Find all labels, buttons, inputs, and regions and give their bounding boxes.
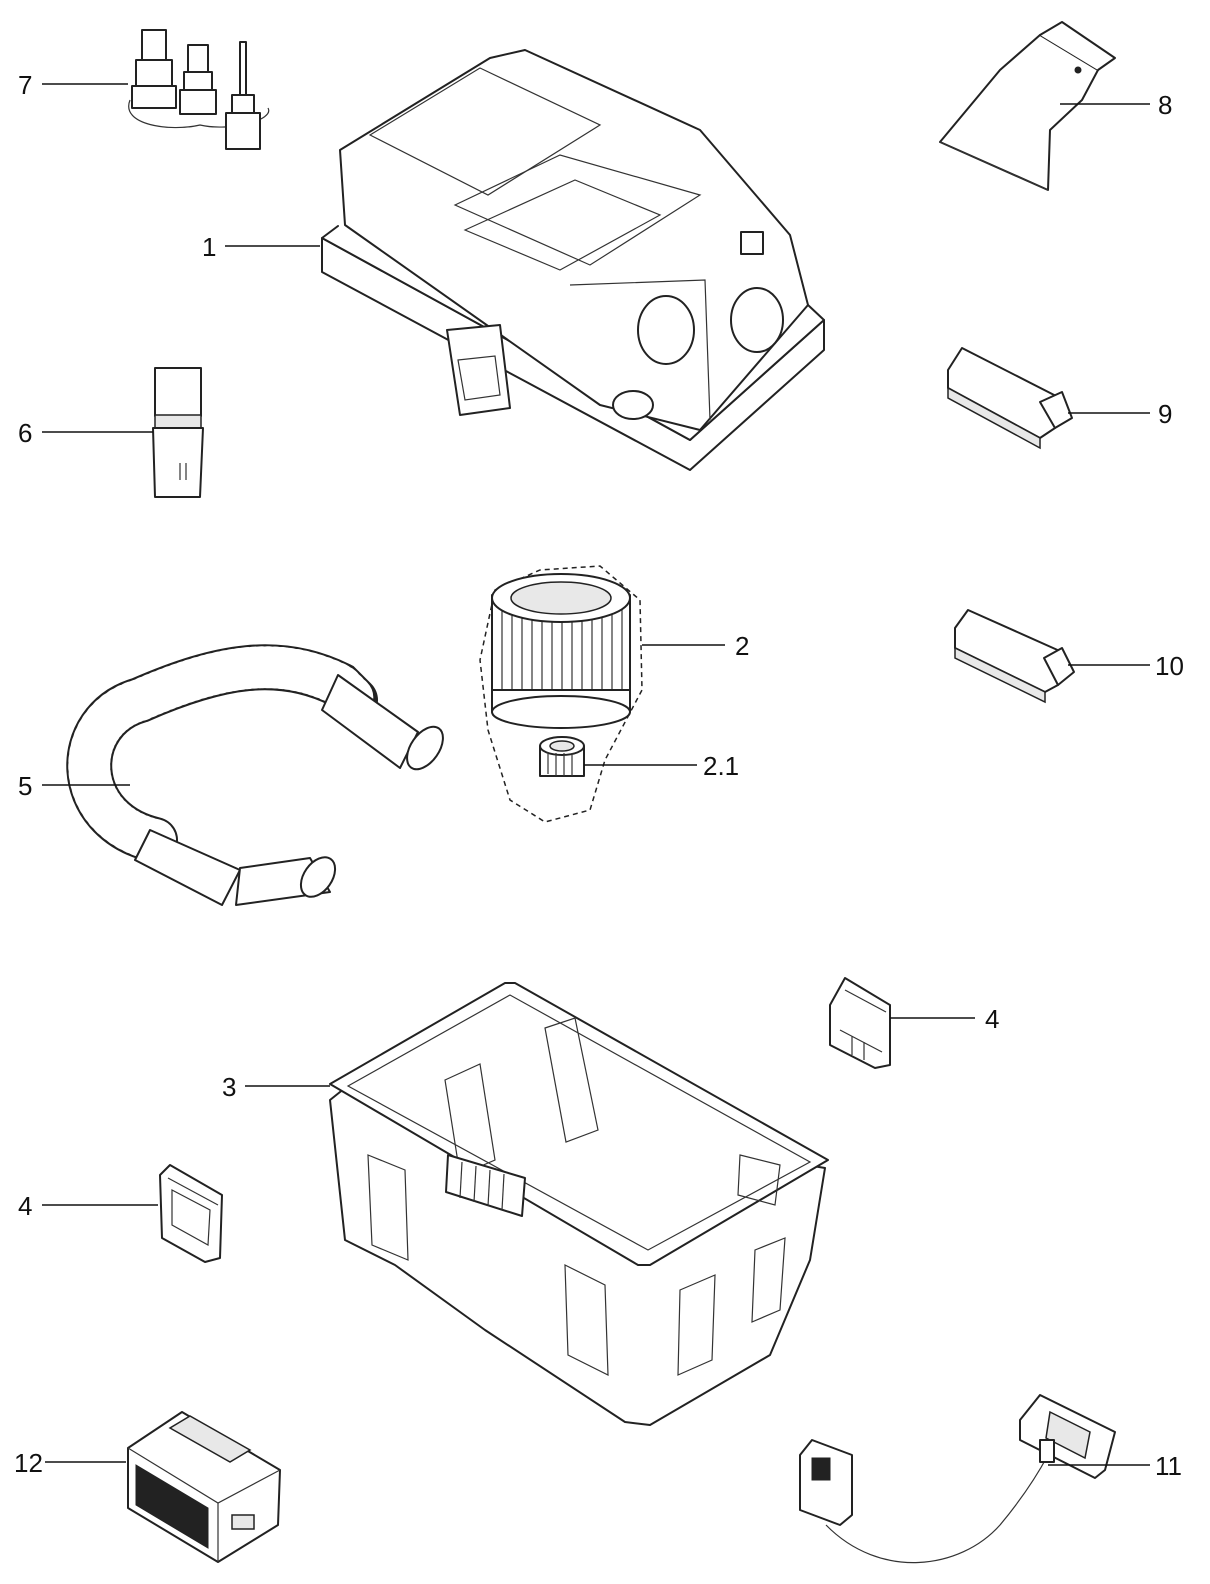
part-11-charger: [799, 1394, 1116, 1564]
callout-6: 6: [18, 418, 32, 448]
part-6-small-brush-nozzle: [152, 367, 204, 498]
callout-7: 7: [18, 70, 32, 100]
part-10-brush: [954, 609, 1075, 704]
callout-4-upper: 4: [985, 1004, 999, 1034]
part-9-brush: [947, 347, 1073, 450]
callout-3: 3: [222, 1072, 236, 1102]
callout-2-1: 2.1: [703, 751, 739, 781]
part-2-1-filter-nut: [539, 736, 585, 777]
part-7-adapter-set: [128, 29, 270, 150]
callout-9: 9: [1158, 399, 1172, 429]
part-3-tank: [329, 982, 829, 1426]
part-5-hose: [66, 644, 444, 906]
callout-11: 11: [1155, 1451, 1182, 1481]
part-8-upholstery-nozzle: [939, 21, 1116, 191]
callout-1: 1: [202, 232, 216, 262]
callout-4-lower: 4: [18, 1191, 32, 1221]
part-4-latch-upper: [829, 977, 891, 1069]
part-12-battery: [127, 1411, 281, 1563]
callout-10: 10: [1155, 651, 1184, 681]
part-1-motor-head: [321, 49, 825, 471]
part-4-latch-lower: [159, 1164, 223, 1263]
part-2-cartridge-filter: [479, 565, 643, 823]
callout-8: 8: [1158, 90, 1172, 120]
callout-2: 2: [735, 631, 749, 661]
callout-5: 5: [18, 771, 32, 801]
callout-12: 12: [14, 1448, 43, 1478]
